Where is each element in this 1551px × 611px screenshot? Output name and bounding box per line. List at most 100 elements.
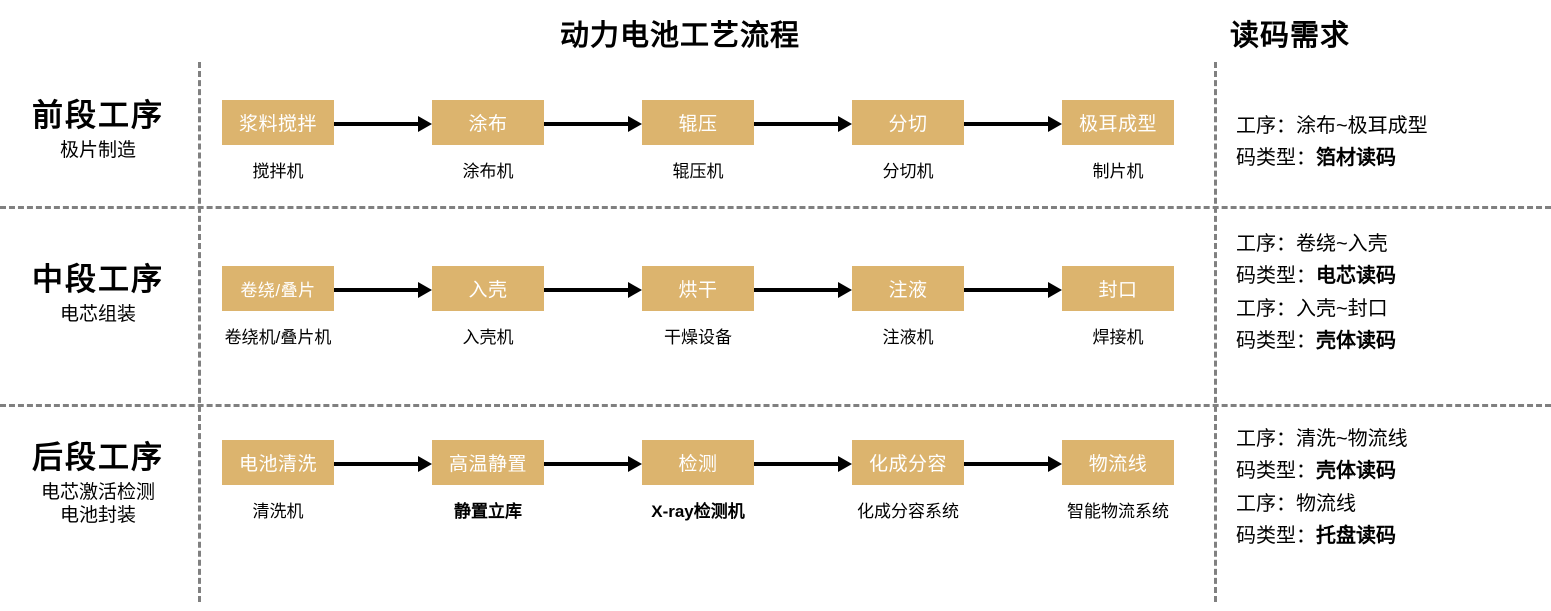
process-node-label: 物流线 — [1062, 440, 1174, 485]
requirement-prefix: 码类型： — [1236, 265, 1316, 288]
page-title-code-demand: 读码需求 — [1230, 20, 1351, 52]
process-node-caption: 干燥设备 — [664, 328, 732, 347]
process-node[interactable]: 烘干 干燥设备 — [642, 266, 754, 348]
process-node-label: 辊压 — [642, 100, 754, 145]
stage-subtitle-front: 极片制造 — [59, 139, 136, 161]
process-node[interactable]: 入壳 入壳机 — [432, 266, 544, 348]
requirement-line: 码类型：电芯读码 — [1236, 260, 1546, 292]
requirement-line: 码类型：壳体读码 — [1236, 455, 1546, 487]
requirement-line: 工序：涂布~极耳成型 — [1236, 110, 1546, 142]
process-node-label: 烘干 — [642, 266, 754, 311]
process-node-caption: 焊接机 — [1092, 328, 1144, 347]
process-node[interactable]: 注液 注液机 — [852, 266, 964, 348]
process-row-front: 浆料搅拌 搅拌机 涂布 涂布机 辊压 辊压机 分切 分切机 极耳成型 — [198, 100, 1214, 200]
process-node[interactable]: 浆料搅拌 搅拌机 — [222, 100, 334, 182]
process-node-caption: 搅拌机 — [252, 162, 304, 181]
process-node-label: 浆料搅拌 — [222, 100, 334, 145]
process-node-caption: 卷绕机/叠片机 — [224, 328, 332, 347]
process-node-caption: 涂布机 — [462, 162, 514, 181]
process-node-label: 涂布 — [432, 100, 544, 145]
process-node-label: 封口 — [1062, 266, 1174, 311]
requirement-prefix: 工序： — [1236, 115, 1296, 137]
requirement-value: 托盘读码 — [1316, 525, 1396, 548]
requirement-prefix: 码类型： — [1236, 147, 1316, 170]
arrow-icon — [754, 116, 852, 132]
requirement-prefix: 码类型： — [1236, 525, 1316, 548]
stage-title-back: 后段工序 — [32, 440, 164, 475]
arrow-icon — [754, 282, 852, 298]
requirement-prefix: 工序： — [1236, 233, 1296, 255]
stage-label-front: 前段工序 极片制造 — [0, 98, 196, 162]
vertical-divider-left — [198, 62, 201, 602]
process-node[interactable]: 高温静置 静置立库 — [432, 440, 544, 522]
stage-title-front: 前段工序 — [32, 98, 164, 133]
process-node[interactable]: 卷绕/叠片 卷绕机/叠片机 — [222, 266, 334, 348]
process-node-label: 入壳 — [432, 266, 544, 311]
requirement-value: 壳体读码 — [1316, 460, 1396, 483]
requirement-value: 箔材读码 — [1316, 147, 1396, 170]
requirement-value: 涂布~极耳成型 — [1296, 115, 1428, 137]
requirement-line: 工序：清洗~物流线 — [1236, 423, 1546, 455]
requirement-value: 卷绕~入壳 — [1296, 233, 1388, 255]
process-node[interactable]: 检测 X-ray检测机 — [642, 440, 754, 522]
process-node-caption: 智能物流系统 — [1067, 502, 1169, 521]
requirement-prefix: 工序： — [1236, 297, 1296, 320]
horizontal-divider-1 — [0, 206, 1551, 209]
requirement-prefix: 工序： — [1236, 428, 1296, 450]
process-node[interactable]: 极耳成型 制片机 — [1062, 100, 1174, 182]
arrow-icon — [334, 282, 432, 298]
requirement-prefix: 工序： — [1236, 492, 1296, 515]
process-node[interactable]: 封口 焊接机 — [1062, 266, 1174, 348]
requirement-line: 码类型：托盘读码 — [1236, 520, 1546, 552]
requirement-line: 码类型：箔材读码 — [1236, 142, 1546, 174]
requirement-block-middle: 工序：卷绕~入壳 码类型：电芯读码 工序：入壳~封口 码类型：壳体读码 — [1236, 228, 1546, 358]
requirement-line: 工序：入壳~封口 — [1236, 293, 1546, 325]
process-node[interactable]: 分切 分切机 — [852, 100, 964, 182]
process-node-label: 注液 — [852, 266, 964, 311]
process-node-caption: 入壳机 — [462, 328, 514, 347]
arrow-icon — [544, 282, 642, 298]
process-node-caption: X-ray检测机 — [651, 502, 745, 521]
requirement-block-front: 工序：涂布~极耳成型 码类型：箔材读码 — [1236, 110, 1546, 175]
process-node[interactable]: 涂布 涂布机 — [432, 100, 544, 182]
process-node-label: 检测 — [642, 440, 754, 485]
process-node-caption: 制片机 — [1092, 162, 1144, 181]
process-node-caption: 化成分容系统 — [857, 502, 959, 521]
arrow-icon — [754, 456, 852, 472]
requirement-value: 壳体读码 — [1316, 330, 1396, 353]
arrow-icon — [334, 456, 432, 472]
process-node[interactable]: 电池清洗 清洗机 — [222, 440, 334, 522]
process-node-label: 极耳成型 — [1062, 100, 1174, 145]
process-row-middle: 卷绕/叠片 卷绕机/叠片机 入壳 入壳机 烘干 干燥设备 注液 注液机 封口 — [198, 266, 1214, 366]
stage-label-middle: 中段工序 电芯组装 — [0, 262, 196, 326]
horizontal-divider-2 — [0, 404, 1551, 407]
vertical-divider-right — [1214, 62, 1217, 602]
process-node-label: 高温静置 — [432, 440, 544, 485]
requirement-prefix: 码类型： — [1236, 460, 1316, 483]
process-node-caption: 分切机 — [882, 162, 934, 181]
arrow-icon — [544, 116, 642, 132]
requirement-line: 工序：卷绕~入壳 — [1236, 228, 1546, 260]
process-node-caption: 辊压机 — [672, 162, 724, 181]
arrow-icon — [964, 456, 1062, 472]
requirement-line: 工序：物流线 — [1236, 488, 1546, 520]
requirement-value: 清洗~物流线 — [1296, 428, 1408, 450]
stage-subtitle-back: 电芯激活检测 电池封装 — [40, 481, 155, 527]
arrow-icon — [544, 456, 642, 472]
stage-title-middle: 中段工序 — [32, 262, 164, 297]
process-node[interactable]: 物流线 智能物流系统 — [1062, 440, 1174, 522]
requirement-value: 入壳~封口 — [1296, 297, 1388, 320]
process-node-label: 电池清洗 — [222, 440, 334, 485]
process-node[interactable]: 化成分容 化成分容系统 — [852, 440, 964, 522]
process-node-label: 卷绕/叠片 — [222, 266, 334, 311]
process-node-caption: 清洗机 — [252, 502, 304, 521]
process-row-back: 电池清洗 清洗机 高温静置 静置立库 检测 X-ray检测机 化成分容 化成分容… — [198, 440, 1214, 540]
stage-label-back: 后段工序 电芯激活检测 电池封装 — [0, 440, 196, 528]
process-node[interactable]: 辊压 辊压机 — [642, 100, 754, 182]
process-node-label: 化成分容 — [852, 440, 964, 485]
requirement-prefix: 码类型： — [1236, 330, 1316, 353]
process-node-caption: 注液机 — [882, 328, 934, 347]
requirement-block-back: 工序：清洗~物流线 码类型：壳体读码 工序：物流线 码类型：托盘读码 — [1236, 423, 1546, 553]
requirement-line: 码类型：壳体读码 — [1236, 325, 1546, 357]
